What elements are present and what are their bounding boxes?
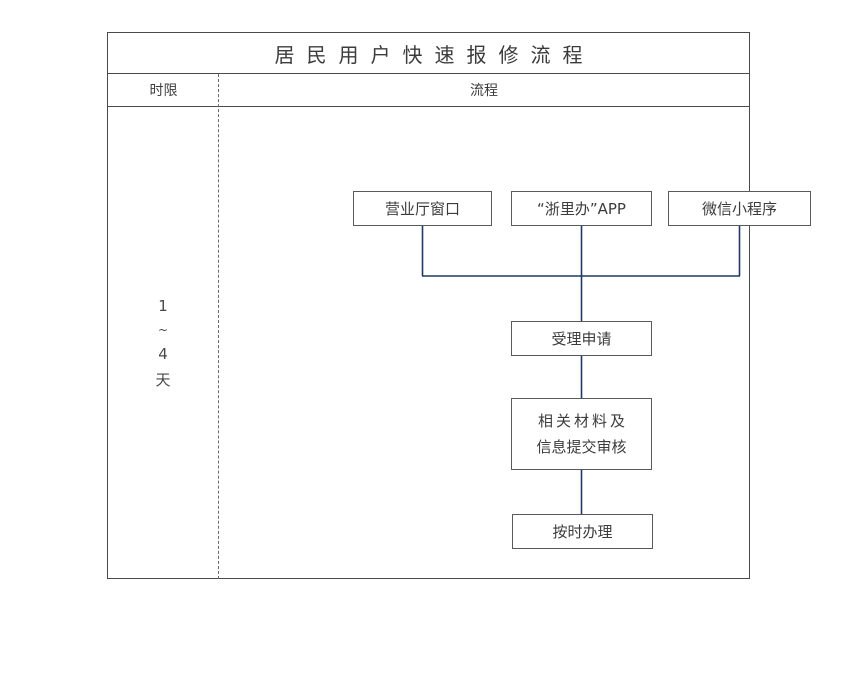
flow-node-label: 营业厅窗口: [384, 200, 460, 218]
column-divider: [218, 74, 219, 579]
flow-node-accept-application[interactable]: 受理申请: [511, 321, 652, 356]
flow-node-zhelib-app[interactable]: “浙里办”APP: [511, 191, 652, 226]
time-limit-separator: ~: [157, 323, 169, 337]
flow-node-label: 按时办理: [552, 523, 613, 541]
flow-node-service-hall-window[interactable]: 营业厅窗口: [353, 191, 492, 226]
time-limit-unit: 天: [155, 371, 171, 389]
flow-node-label: “浙里办”APP: [537, 200, 626, 218]
flow-node-label: 微信小程序: [701, 200, 777, 218]
flow-node-label-line2: 信息提交审核: [536, 438, 627, 456]
flow-node-submit-materials-review[interactable]: 相关材料及 信息提交审核: [511, 398, 652, 470]
time-limit-value: 1 ~ 4 天: [108, 107, 218, 579]
table-header-row: 时限 流程: [108, 74, 749, 107]
flow-node-wechat-miniprogram[interactable]: 微信小程序: [668, 191, 811, 226]
flow-node-label-line1: 相关材料及: [537, 412, 628, 430]
column-header-time-limit: 时限: [149, 83, 178, 99]
flow-diagram: 营业厅窗口 “浙里办”APP 微信小程序 受理申请 相关材料及 信息提交审核 按…: [219, 107, 811, 579]
connector-lines: [421, 226, 741, 514]
flow-node-process-on-time[interactable]: 按时办理: [512, 514, 653, 549]
page-title: 居民用户快速报修流程: [274, 42, 595, 67]
time-limit-from: 1: [158, 297, 168, 315]
column-header-flow: 流程: [470, 83, 498, 99]
flow-node-label: 受理申请: [551, 330, 612, 348]
flowchart-table: 居民用户快速报修流程 时限 流程 1 ~ 4 天 营业厅窗口: [107, 32, 811, 579]
title-row: 居民用户快速报修流程: [108, 33, 749, 74]
time-limit-to: 4: [158, 345, 168, 363]
